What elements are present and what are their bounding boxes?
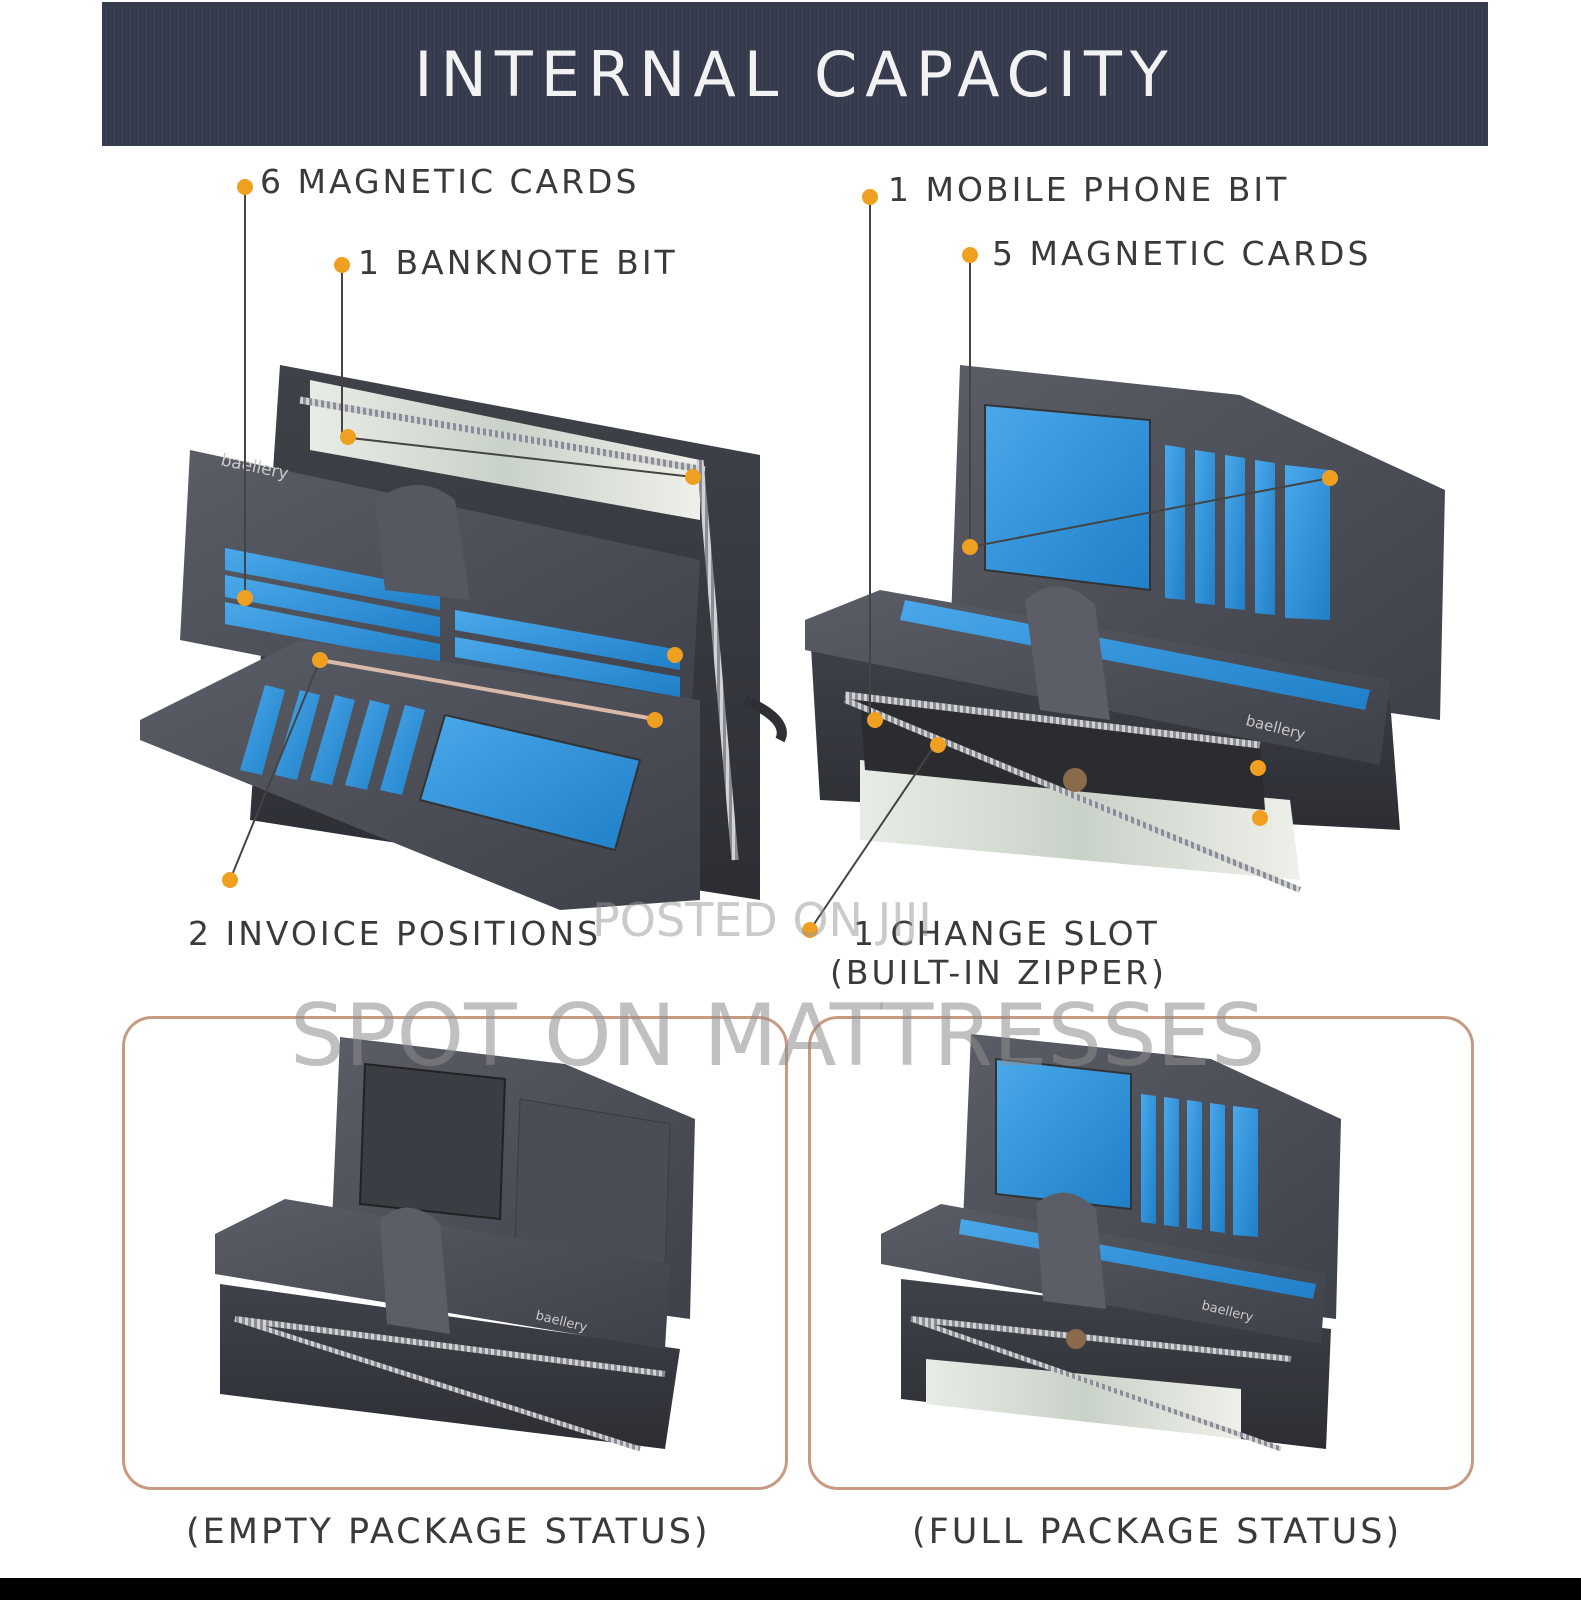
callout-lines [229, 187, 1331, 931]
label-6-magnetic-cards: 6 MAGNETIC CARDS [260, 162, 640, 201]
label-mobile-phone-bit: 1 MOBILE PHONE BIT [888, 170, 1290, 209]
label-5-magnetic-cards: 5 MAGNETIC CARDS [992, 234, 1372, 273]
watermark-shop: SPOT ON MATTRESSES [290, 986, 1266, 1086]
panel-full-status: baellery [808, 1016, 1474, 1490]
bottom-bar [0, 1578, 1581, 1600]
label-change-slot: 1 CHANGE SLOT [853, 914, 1160, 953]
watermark-posted: POSTED ON JIJI [592, 893, 932, 947]
callout-dots [222, 179, 1338, 938]
wallet-full-illustration: baellery [881, 1034, 1341, 1452]
wallet-right-open: baellery [805, 365, 1445, 893]
label-built-in-zipper: (BUILT-IN ZIPPER) [830, 953, 1167, 992]
label-banknote-bit: 1 BANKNOTE BIT [358, 243, 678, 282]
header-banner: INTERNAL CAPACITY [102, 2, 1488, 146]
panel-empty-status: baellery [122, 1016, 788, 1490]
label-invoice-positions: 2 INVOICE POSITIONS [188, 914, 602, 953]
header-title: INTERNAL CAPACITY [414, 37, 1176, 111]
wallet-left-open: baellery [140, 365, 787, 910]
label-full-package-status: (FULL PACKAGE STATUS) [912, 1512, 1403, 1552]
label-empty-package-status: (EMPTY PACKAGE STATUS) [186, 1512, 711, 1552]
wallet-empty-illustration: baellery [215, 1037, 695, 1452]
